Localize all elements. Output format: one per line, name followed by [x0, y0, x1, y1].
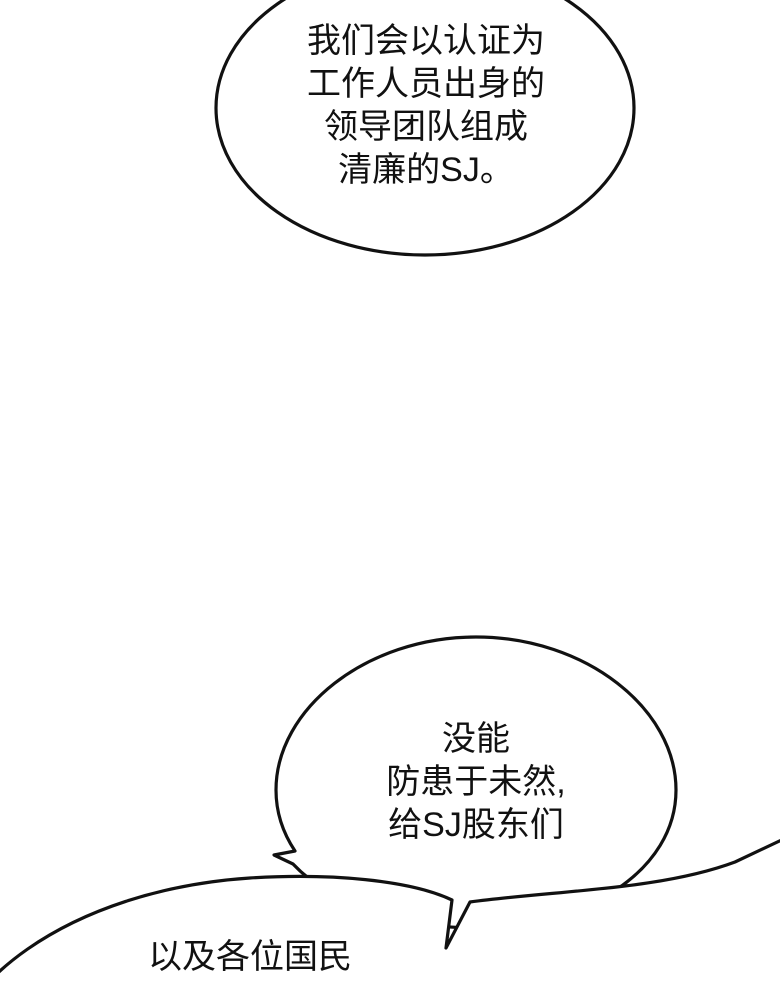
speech-bubble-3-outline: [0, 838, 780, 989]
speech-bubble-3-text: 以及各位国民: [148, 938, 352, 976]
speech-bubble-2-text: 没能 防患于未然, 给SJ股东们: [386, 720, 566, 844]
speech-bubble-1-text: 我们会以认证为 工作人员出身的 领导团队组成 清廉的SJ。: [307, 22, 545, 189]
speech-bubble-3-group: [0, 838, 780, 989]
speech-bubble-1-outline: [214, 0, 636, 257]
